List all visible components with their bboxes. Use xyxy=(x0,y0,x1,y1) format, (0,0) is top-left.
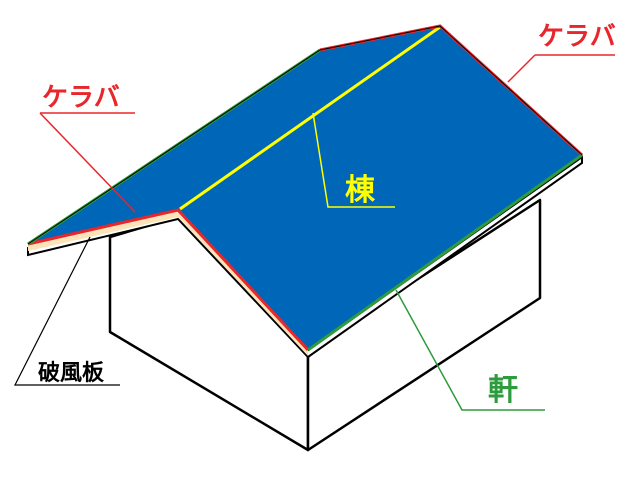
roof-plane-right xyxy=(178,26,582,350)
label-hafuita: 破風板 xyxy=(38,360,105,386)
label-keraba-right: ケラバ xyxy=(538,22,616,52)
ridge-line xyxy=(179,25,441,211)
label-keraba-left: ケラバ xyxy=(42,83,120,113)
noki-edge-right xyxy=(307,153,583,352)
leader-hafuita xyxy=(14,236,120,386)
roof-outline xyxy=(27,25,583,245)
hafuita-board-left xyxy=(28,210,178,251)
leader-keraba-right-diag xyxy=(507,54,536,83)
label-mune: 棟 xyxy=(345,173,376,208)
leader-noki xyxy=(395,289,545,411)
roof-plane-left xyxy=(28,26,440,244)
leader-keraba-left-diag xyxy=(39,112,136,213)
side-wall xyxy=(306,198,542,452)
leader-mune xyxy=(312,112,395,208)
keraba-edge-left xyxy=(27,208,310,352)
label-noki: 軒 xyxy=(488,373,518,408)
